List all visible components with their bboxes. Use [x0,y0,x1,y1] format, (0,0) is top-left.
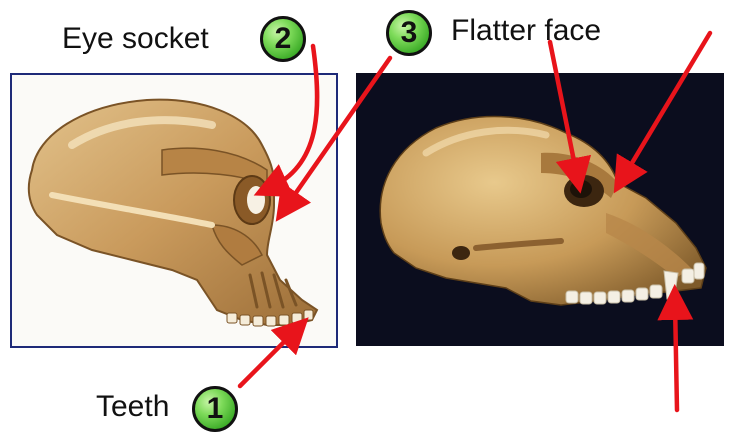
chimpanzee-skull-photo-panel [356,73,724,346]
hominin-skull-drawing [12,75,338,348]
label-teeth: Teeth [96,390,169,424]
badge-two: 2 [260,16,306,62]
badge-three: 3 [386,10,432,56]
badge-one: 1 [192,386,238,432]
hominin-skull-illustration-panel [10,73,338,348]
chimpanzee-skull-drawing [356,73,724,346]
label-flatter-face: Flatter face [451,14,601,48]
label-eye-socket: Eye socket [62,22,209,56]
